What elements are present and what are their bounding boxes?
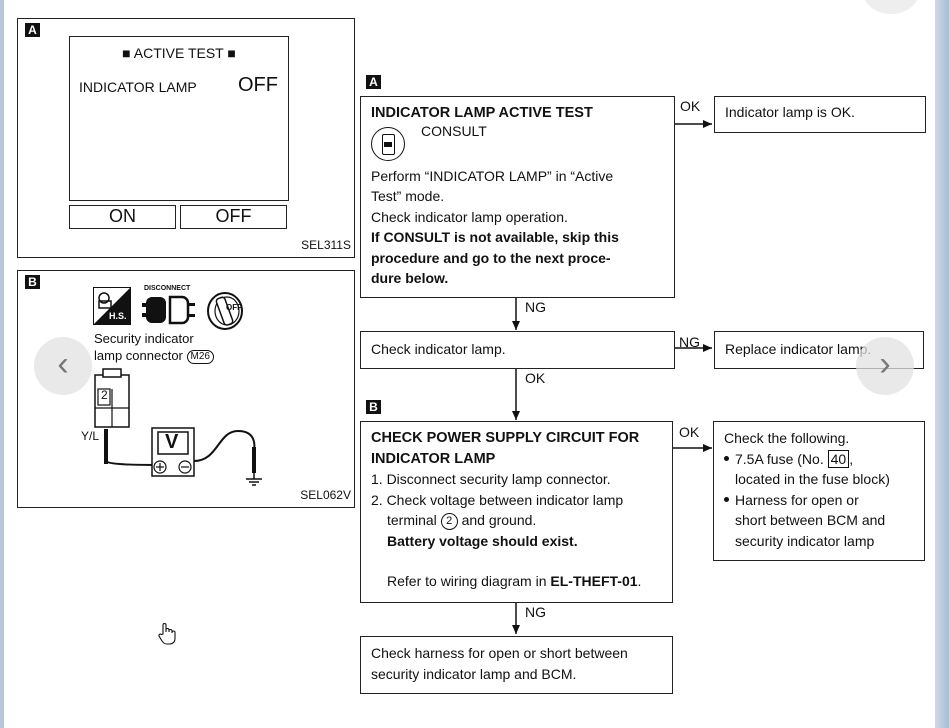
step-a-note1: If CONSULT is not available, skip this (371, 229, 619, 245)
step-b-item2b: terminal 2 and ground. (371, 510, 662, 531)
lamp-ok-box: Indicator lamp is OK. (714, 96, 926, 133)
check-lamp-box: Check indicator lamp. (360, 331, 675, 369)
screen-item-value: OFF (238, 74, 278, 96)
step-b-reference: Refer to wiring diagram in EL-THEFT-01. (387, 573, 642, 589)
window-frame-left (0, 0, 4, 728)
step-a-line1: Perform “INDICATOR LAMP” in “Active (371, 167, 614, 184)
ignition-off-icon: OFF (206, 291, 252, 331)
step-a-note2: procedure and go to the next proce- (371, 249, 611, 266)
hs-icon-label: H.S. (109, 311, 127, 321)
previous-arrow-button[interactable]: ‹ (34, 337, 92, 395)
fuse-item: 7.5A fuse (No. 40, (724, 449, 914, 470)
ng-label-step-b: NG (525, 604, 546, 620)
ok-label-step-a: OK (680, 98, 701, 114)
consult-row: CONSULT (371, 122, 664, 166)
check-following-box: Check the following. 7.5A fuse (No. 40, … (713, 421, 925, 561)
step-b-title2: INDICATOR LAMP (371, 450, 496, 467)
harness-item-line3: security indicator lamp (735, 532, 875, 549)
consult-screen: ■ ACTIVE TEST ■ INDICATOR LAMP OFF (69, 36, 289, 201)
bullet-icon (724, 455, 729, 461)
hs-icon: H.S. (93, 287, 131, 325)
disconnect-icon: DISCONNECT (142, 285, 198, 327)
step-b-terminal-text: terminal (387, 512, 437, 528)
panel-a-code: SEL311S (301, 238, 351, 252)
final-harness-box: Check harness for open or short between … (360, 636, 673, 694)
step-b-tag: B (366, 400, 381, 414)
terminal-number: 2 (101, 388, 108, 402)
fuse-comma: , (849, 450, 854, 467)
step-b-title1: CHECK POWER SUPPLY CIRCUIT FOR (371, 430, 640, 446)
harness-item-line1: Harness for open or (724, 490, 914, 511)
connector-label-text: lamp connector (94, 348, 183, 363)
harness-item-line2: short between BCM and (735, 512, 886, 528)
step-a-note3: dure below. (371, 270, 449, 286)
voltmeter-label: V (165, 431, 179, 453)
harness-text: Harness for open or (735, 491, 859, 508)
ng-label-step-a: NG (525, 299, 546, 315)
on-button[interactable]: ON (69, 205, 176, 229)
fuse-text: 7.5A fuse (No. (735, 450, 824, 467)
consult-icon (371, 126, 405, 161)
screen-item-label: INDICATOR LAMP (79, 79, 197, 95)
final-line2: security indicator lamp and BCM. (371, 665, 577, 682)
step-b-item2a: 2. Check voltage between indicator lamp (371, 491, 624, 508)
ok-label-step-b: OK (679, 424, 700, 440)
step-a-tag: A (366, 75, 381, 89)
connector-label-line2: lamp connector M26 (94, 348, 214, 364)
screen-title: ■ ACTIVE TEST ■ (122, 45, 236, 61)
bullet-icon (724, 496, 729, 502)
wire-color-label: Y/L (81, 429, 100, 443)
disconnect-icon-label: DISCONNECT (144, 285, 191, 292)
step-a-box: INDICATOR LAMP ACTIVE TEST CONSULT Perfo… (360, 96, 675, 298)
close-button-shadow[interactable] (863, 0, 919, 14)
reference-text: Refer to wiring diagram in (387, 573, 547, 589)
fuse-location: located in the fuse block) (735, 471, 890, 487)
check-following-title: Check the following. (724, 430, 850, 446)
step-b-ground-text: and ground. (461, 512, 537, 528)
panel-b-code: SEL062V (300, 488, 351, 502)
reference-code: EL-THEFT-01 (550, 573, 638, 589)
ng-label-check-lamp: NG (679, 334, 700, 350)
step-b-item1: 1. Disconnect security lamp connector. (371, 471, 611, 487)
step-b-spec: Battery voltage should exist. (387, 532, 578, 549)
step-a-line2: Test” mode. (371, 188, 445, 204)
voltage-measurement-diagram (94, 368, 262, 486)
fuse-number: 40 (827, 449, 850, 468)
step-a-line3: Check indicator lamp operation. (371, 208, 568, 225)
final-line1: Check harness for open or short between (371, 645, 628, 661)
panel-a-tag: A (25, 23, 40, 37)
hand-cursor-icon (158, 623, 176, 645)
off-button[interactable]: OFF (180, 205, 287, 229)
panel-a-consult-screen: A ■ ACTIVE TEST ■ INDICATOR LAMP OFF ON … (17, 18, 355, 258)
ok-label-check-lamp: OK (525, 370, 546, 386)
ignition-off-label: OFF (226, 303, 242, 312)
connector-label-line1: Security indicator (94, 331, 194, 346)
step-b-box: CHECK POWER SUPPLY CIRCUIT FOR INDICATOR… (360, 421, 673, 603)
terminal-circled-number: 2 (440, 513, 458, 530)
step-a-title: INDICATOR LAMP ACTIVE TEST (371, 105, 593, 121)
window-frame-right (935, 0, 949, 728)
next-arrow-button[interactable]: › (856, 337, 914, 395)
connector-id-badge: M26 (186, 350, 214, 364)
consult-label: CONSULT (421, 122, 487, 139)
panel-b-tag: B (25, 275, 40, 289)
